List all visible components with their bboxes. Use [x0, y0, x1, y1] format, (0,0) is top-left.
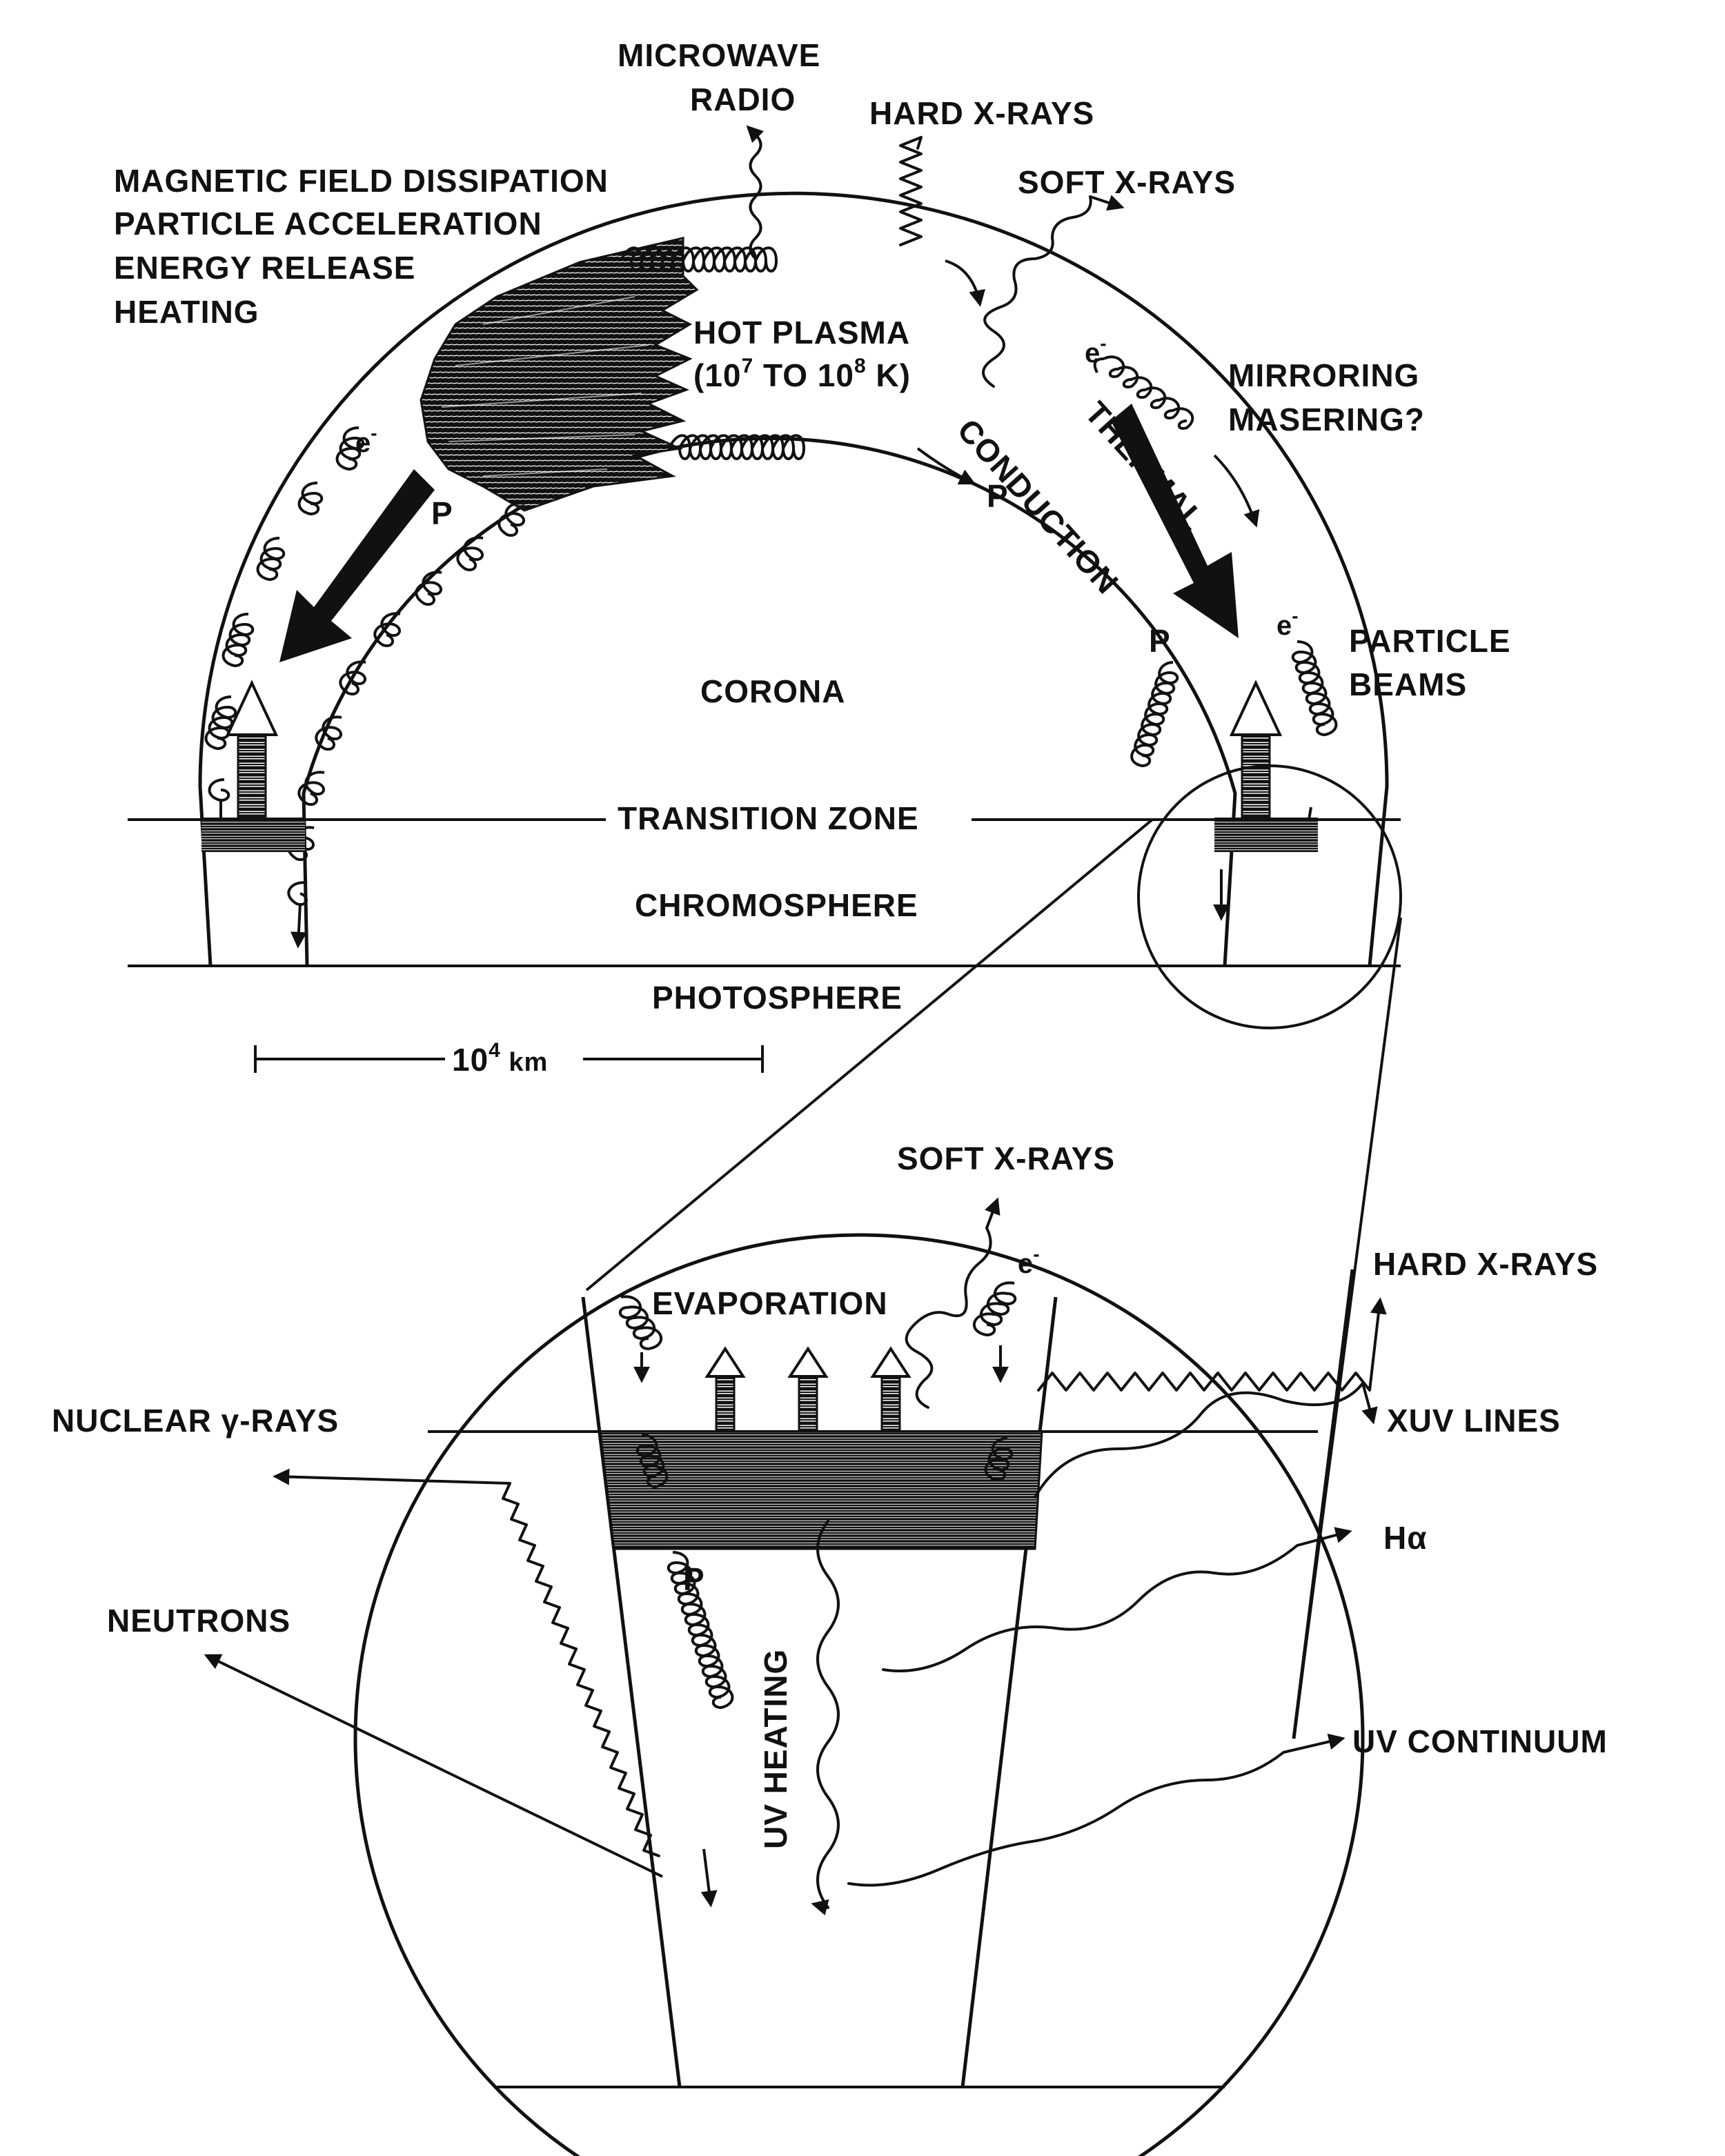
microwave-radio-wave: [746, 125, 765, 260]
downflow-arrow-left: [279, 469, 435, 662]
label-mirroring: MIRRORING: [1228, 357, 1419, 393]
proton-coil-inner-top: [668, 434, 806, 460]
label-neutrons: NEUTRONS: [107, 1603, 290, 1639]
flare-loop-panel: MICROWAVE RADIO HARD X-RAYS SOFT X-RAYS …: [114, 37, 1511, 1078]
label-proton-left: P: [431, 495, 453, 531]
label-hard-xrays-top: HARD X-RAYS: [869, 95, 1094, 131]
label-transition-zone: TRANSITION ZONE: [618, 800, 919, 836]
loop-outer-boundary: [198, 191, 1389, 967]
tube-left-edge: [581, 1296, 682, 2088]
label-particle: PARTICLE: [1349, 623, 1511, 659]
label-electron-zoom: e-: [1018, 1243, 1040, 1279]
label-electron-top-right: e-: [1085, 333, 1107, 368]
evap-arrow-1: [704, 1346, 746, 1433]
label-proton-right: P: [1149, 623, 1171, 659]
nuclear-gamma-wave: [273, 1468, 660, 1857]
evaporation-arrow-right: [1229, 680, 1283, 822]
label-proton-top: P: [987, 478, 1009, 514]
soft-xrays-zoom-wave: [905, 1197, 1000, 1409]
label-scale: 104 km: [452, 1039, 548, 1078]
zoom-source-circle: [1137, 764, 1402, 1029]
electron-coil-zoom-left-2: [635, 1434, 669, 1489]
electron-coil-right-outer-end: [1213, 454, 1260, 528]
label-uv-continuum: UV CONTINUUM: [1352, 1723, 1608, 1759]
temp-mid: TO 10: [753, 357, 854, 393]
proton-coil-left-leg: [287, 502, 525, 906]
zoom-circle: [353, 1233, 1365, 2156]
evaporation-arrows: [704, 1346, 911, 1433]
label-particle-acceleration: PARTICLE ACCELERATION: [114, 206, 542, 241]
tube-right-edge: [960, 1296, 1058, 2088]
xuv-lines-wave: [1034, 1382, 1378, 1499]
footpoint-hatch-right: [1214, 818, 1318, 852]
uv-continuum-wave: [847, 1733, 1346, 1887]
scale-bar: [254, 1045, 764, 1073]
temp-exp1: 7: [741, 355, 753, 377]
label-corona: CORONA: [700, 673, 845, 709]
label-radio: RADIO: [690, 81, 796, 117]
soft-xrays-top-wave: [982, 195, 1125, 388]
label-photosphere: PHOTOSPHERE: [652, 980, 903, 1016]
label-microwave: MICROWAVE: [618, 37, 820, 73]
electron-coil-right-lower: [1291, 640, 1338, 737]
mirroring-arrow: [1093, 357, 1105, 373]
h-alpha-wave: [882, 1527, 1352, 1672]
label-uv-heating: UV HEATING: [758, 1649, 793, 1849]
electron-coil-zoom-left: [618, 1295, 663, 1351]
label-hot-plasma-temp: (107 TO 108 K): [693, 355, 911, 393]
electron-coil-right-outer: [1103, 355, 1194, 430]
evap-arrow-2: [787, 1346, 829, 1433]
temp-open: (10: [693, 357, 741, 393]
proton-coil-zoom: [667, 1551, 734, 1710]
label-hard-xrays-zoom: HARD X-RAYS: [1373, 1246, 1598, 1282]
evaporation-arrow-left: [225, 680, 279, 822]
electron-coil-top-end: [945, 259, 985, 307]
proton-coil-right: [1130, 661, 1179, 768]
label-hot-plasma: HOT PLASMA: [693, 315, 910, 350]
label-nuclear-gamma: NUCLEAR γ-RAYS: [52, 1403, 339, 1438]
hard-xrays-top-wave: [899, 136, 923, 246]
label-soft-xrays-top: SOFT X-RAYS: [1018, 164, 1236, 200]
label-magnetic-field: MAGNETIC FIELD DISSIPATION: [114, 163, 609, 199]
label-beams: BEAMS: [1349, 666, 1467, 702]
proton-coil-left-end: [290, 903, 307, 949]
label-soft-xrays-zoom: SOFT X-RAYS: [897, 1140, 1115, 1176]
energy-release-region: [420, 237, 699, 512]
electron-coil-zoom-right-2: [984, 1437, 1014, 1482]
label-electron-right-lower: e-: [1276, 605, 1299, 641]
proton-coil-zoom-end: [700, 1848, 718, 1908]
label-masering: MASERING?: [1228, 402, 1425, 437]
hard-xrays-zoom-wave: [1037, 1297, 1387, 1392]
label-chromosphere: CHROMOSPHERE: [635, 887, 918, 923]
label-heating: HEATING: [114, 294, 259, 330]
outer-right-edge: [1292, 1269, 1354, 1739]
electron-coil-left-leg: [204, 426, 365, 802]
label-proton-zoom: P: [683, 1561, 705, 1597]
uv-heating-wave: [811, 1520, 840, 1916]
neutrons-line: [204, 1654, 663, 1878]
label-xuv-lines: XUV LINES: [1387, 1403, 1561, 1438]
energy-release-streaks: [441, 296, 649, 477]
zoomed-footpoint-panel: SOFT X-RAYS e- EVAPORATION HARD X-RAYS N…: [52, 1140, 1608, 2156]
footpoint-hatch-left: [201, 818, 305, 852]
temp-close: K): [867, 357, 911, 393]
evap-arrow-3: [870, 1346, 911, 1433]
proton-coil-inner-top-end: [916, 447, 976, 485]
electron-coil-top: [620, 246, 778, 273]
label-energy-release: ENERGY RELEASE: [114, 250, 415, 286]
thermal-conduction-arrow: [1111, 404, 1239, 638]
label-evaporation: EVAPORATION: [652, 1285, 888, 1321]
label-electron-left: e-: [355, 422, 377, 458]
temp-exp2: 8: [854, 355, 867, 377]
electron-coil-zoom-right: [972, 1281, 1017, 1337]
label-h-alpha: Hα: [1383, 1520, 1428, 1556]
